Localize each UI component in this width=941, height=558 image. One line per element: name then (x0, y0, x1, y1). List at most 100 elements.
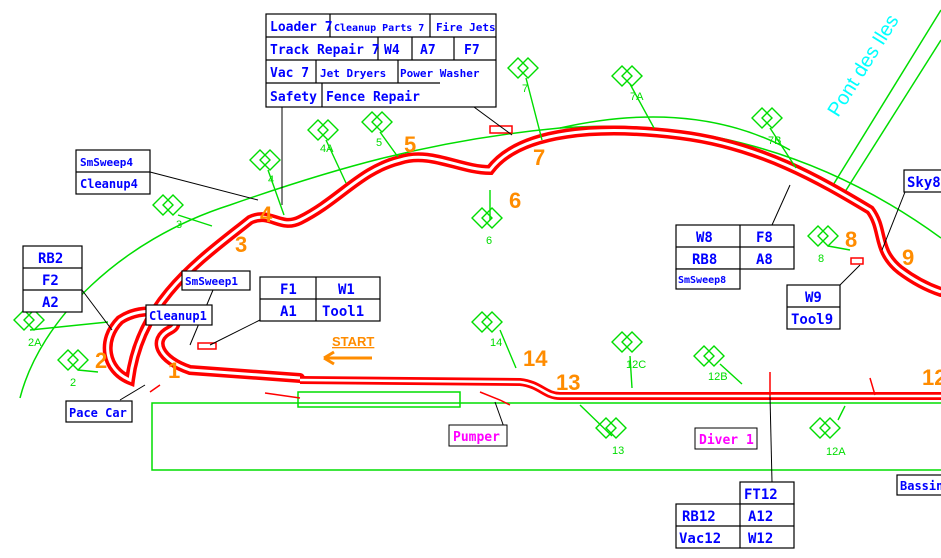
turn-label: 1 (168, 358, 180, 383)
svg-text:3: 3 (176, 219, 182, 231)
crossed-flags-icon: 6 (471, 207, 503, 247)
svg-text:12C: 12C (626, 359, 646, 371)
crossed-flags-icon: 13 (595, 417, 627, 457)
bassin-box: Bassin (896, 474, 941, 496)
turn-label: 12 (922, 365, 941, 390)
svg-text:Vac12: Vac12 (679, 531, 721, 547)
svg-text:Tool9: Tool9 (791, 312, 833, 328)
svg-text:F1: F1 (280, 282, 297, 298)
svg-text:A7: A7 (420, 43, 436, 58)
pumper-label: Pumper (453, 430, 500, 445)
svg-text:F8: F8 (756, 230, 773, 246)
svg-text:14: 14 (490, 337, 502, 349)
svg-text:START: START (332, 334, 374, 349)
svg-text:Fence Repair: Fence Repair (326, 90, 420, 105)
svg-text:12A: 12A (826, 446, 846, 458)
svg-text:W9: W9 (805, 290, 822, 306)
smsweep1-box: SmSweep1 Cleanup1 (145, 270, 251, 326)
svg-text:W1: W1 (338, 282, 355, 298)
turn-label: 9 (902, 245, 914, 270)
pace-car-box: Pace Car (65, 400, 133, 423)
svg-text:F2: F2 (42, 273, 59, 289)
svg-text:Jet Dryers: Jet Dryers (320, 67, 386, 80)
turn-label: 7 (533, 145, 545, 170)
bridge-label: Pont des Iles (824, 11, 904, 121)
svg-text:13: 13 (612, 445, 624, 457)
svg-text:A2: A2 (42, 295, 59, 311)
crossed-flags-icon: 7B (751, 107, 783, 147)
crossed-flags-icon: 12A (809, 417, 846, 458)
turn1-crew-box: F1 W1 A1 Tool1 (259, 276, 381, 322)
turn-label: 13 (556, 370, 580, 395)
marshal-posts: 2A 2 3 4 4A 5 6 7 7A 7B 8 12A 12B 12C 13… (13, 57, 851, 458)
svg-text:RB8: RB8 (692, 252, 717, 268)
top-crew-grid: Loader 7 Cleanup Parts 7 Fire Jets Track… (265, 13, 497, 108)
race-track (102, 125, 941, 406)
left-stack-box: RB2 F2 A2 (22, 245, 83, 313)
svg-text:Tool1: Tool1 (322, 304, 364, 320)
svg-text:Track Repair 7: Track Repair 7 (270, 43, 380, 58)
turn-label: 2 (95, 348, 107, 373)
svg-text:Cleanup Parts 7: Cleanup Parts 7 (334, 23, 424, 34)
svg-text:Sky8: Sky8 (907, 175, 941, 191)
turn-numbers: 1 2 3 4 5 6 7 8 9 12 13 14 (95, 132, 941, 395)
turn-label: 5 (404, 132, 416, 157)
svg-text:7: 7 (522, 83, 528, 95)
svg-text:SmSweep8: SmSweep8 (678, 275, 726, 286)
svg-text:W12: W12 (748, 531, 773, 547)
svg-text:Fire Jets: Fire Jets (436, 21, 496, 34)
svg-text:Cleanup4: Cleanup4 (80, 177, 138, 191)
turn12-crew-box: FT12 RB12 A12 Vac12 W12 (675, 481, 795, 549)
turn-label: 14 (523, 346, 548, 371)
crossed-flags-icon: 4A (307, 119, 339, 155)
smsweep4-box: SmSweep4 Cleanup4 (75, 149, 151, 195)
crossed-flags-icon: 2 (57, 349, 89, 389)
svg-text:RB2: RB2 (38, 251, 63, 267)
turn8-crew-box: W8 F8 RB8 A8 SmSweep8 (675, 224, 795, 290)
svg-text:5: 5 (376, 137, 382, 149)
turn-label: 4 (260, 202, 273, 227)
crossed-flags-icon: 7 (507, 57, 539, 95)
svg-text:SmSweep1: SmSweep1 (185, 275, 238, 288)
crossed-flags-icon: 12C (611, 331, 646, 371)
diver-label: Diver 1 (699, 433, 754, 448)
svg-text:Loader 7: Loader 7 (270, 20, 333, 35)
turn-label: 6 (509, 188, 521, 213)
svg-text:Cleanup1: Cleanup1 (149, 309, 207, 323)
sky-box: Sky8 (903, 169, 941, 193)
svg-text:2: 2 (70, 377, 76, 389)
svg-text:Vac 7: Vac 7 (270, 66, 309, 81)
svg-text:12B: 12B (708, 371, 728, 383)
svg-text:A12: A12 (748, 509, 773, 525)
crossed-flags-icon: 8 (807, 225, 839, 265)
crossed-flags-icon: 14 (471, 311, 503, 349)
leader-lines (81, 81, 906, 483)
turn-label: 8 (845, 227, 857, 252)
svg-text:RB12: RB12 (682, 509, 716, 525)
boundary-lines (19, 9, 941, 471)
svg-text:4A: 4A (320, 143, 334, 155)
svg-text:Power Washer: Power Washer (400, 67, 480, 80)
crossed-flags-icon: 5 (361, 111, 393, 149)
start-marker: START (323, 334, 374, 366)
turn-label: 3 (235, 232, 247, 257)
svg-text:Bassin: Bassin (900, 479, 941, 493)
crossed-flags-icon: 12B (693, 345, 728, 383)
svg-text:A1: A1 (280, 304, 297, 320)
svg-text:W8: W8 (696, 230, 713, 246)
crossed-flags-icon: 2A (13, 309, 45, 349)
svg-text:Pace Car: Pace Car (69, 406, 127, 420)
turn9-crew-box: W9 Tool9 (786, 284, 841, 330)
svg-text:8: 8 (818, 253, 824, 265)
svg-text:F7: F7 (464, 43, 480, 58)
svg-text:A8: A8 (756, 252, 773, 268)
svg-text:Safety: Safety (270, 90, 317, 105)
svg-text:7B: 7B (768, 135, 781, 147)
svg-text:6: 6 (486, 235, 492, 247)
svg-text:W4: W4 (384, 43, 400, 58)
svg-text:SmSweep4: SmSweep4 (80, 156, 133, 169)
svg-text:2A: 2A (28, 337, 42, 349)
crossed-flags-icon: 7A (611, 65, 644, 103)
svg-text:FT12: FT12 (744, 487, 778, 503)
